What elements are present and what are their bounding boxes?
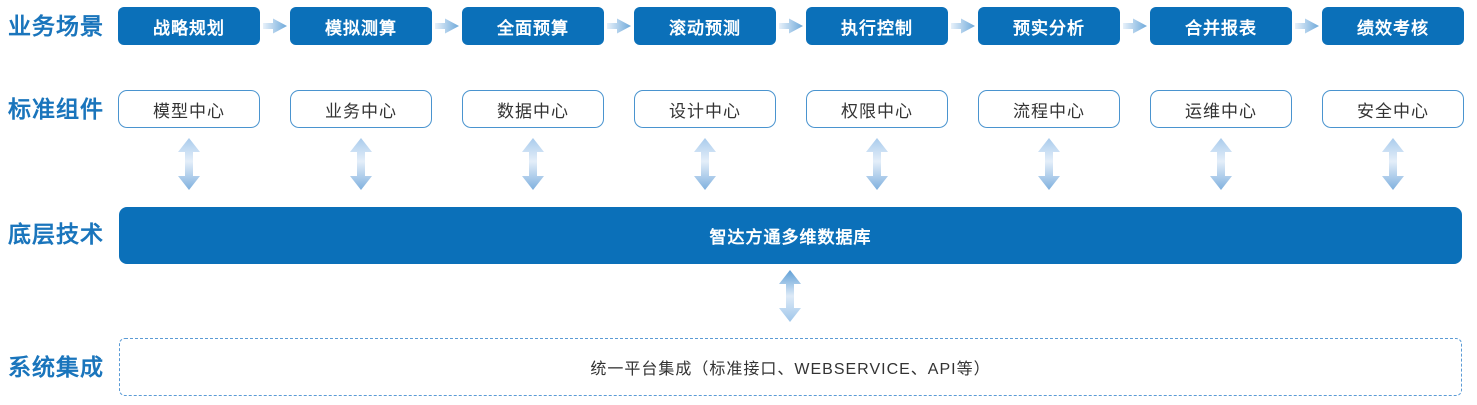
multidimensional-database-bar: 智达方通多维数据库 <box>119 207 1462 264</box>
component-box: 业务中心 <box>290 90 432 128</box>
right-arrow-icon <box>950 15 976 37</box>
right-arrow-icon <box>1122 15 1148 37</box>
double-vertical-arrow-icon <box>521 138 545 190</box>
component-box: 流程中心 <box>978 90 1120 128</box>
component-box: 安全中心 <box>1322 90 1464 128</box>
right-arrow-icon <box>778 15 804 37</box>
right-arrow-icon <box>1294 15 1320 37</box>
double-vertical-arrow-icon <box>177 138 201 190</box>
double-vertical-arrow-icon <box>1381 138 1405 190</box>
row-label-standard-components: 标准组件 <box>8 96 104 122</box>
business-step-button: 合并报表 <box>1150 7 1292 45</box>
component-box: 权限中心 <box>806 90 948 128</box>
right-arrow-icon <box>262 15 288 37</box>
component-box: 数据中心 <box>462 90 604 128</box>
right-arrow-icon <box>606 15 632 37</box>
row-label-system-integration: 系统集成 <box>8 354 104 380</box>
integration-platform-box: 统一平台集成（标准接口、WEBSERVICE、API等） <box>119 338 1462 396</box>
double-vertical-arrow-icon <box>1209 138 1233 190</box>
double-vertical-arrow-icon <box>775 270 805 322</box>
business-step-button: 滚动预测 <box>634 7 776 45</box>
component-box: 设计中心 <box>634 90 776 128</box>
business-step-button: 预实分析 <box>978 7 1120 45</box>
business-step-button: 模拟测算 <box>290 7 432 45</box>
double-vertical-arrow-icon <box>349 138 373 190</box>
component-box: 模型中心 <box>118 90 260 128</box>
right-arrow-icon <box>434 15 460 37</box>
double-vertical-arrow-icon <box>865 138 889 190</box>
business-step-button: 全面预算 <box>462 7 604 45</box>
double-vertical-arrow-icon <box>693 138 717 190</box>
row-label-business-scenarios: 业务场景 <box>8 13 104 39</box>
row-label-base-technology: 底层技术 <box>8 221 104 247</box>
business-step-button: 战略规划 <box>118 7 260 45</box>
business-step-button: 执行控制 <box>806 7 948 45</box>
component-box: 运维中心 <box>1150 90 1292 128</box>
double-vertical-arrow-icon <box>1037 138 1061 190</box>
business-step-button: 绩效考核 <box>1322 7 1464 45</box>
